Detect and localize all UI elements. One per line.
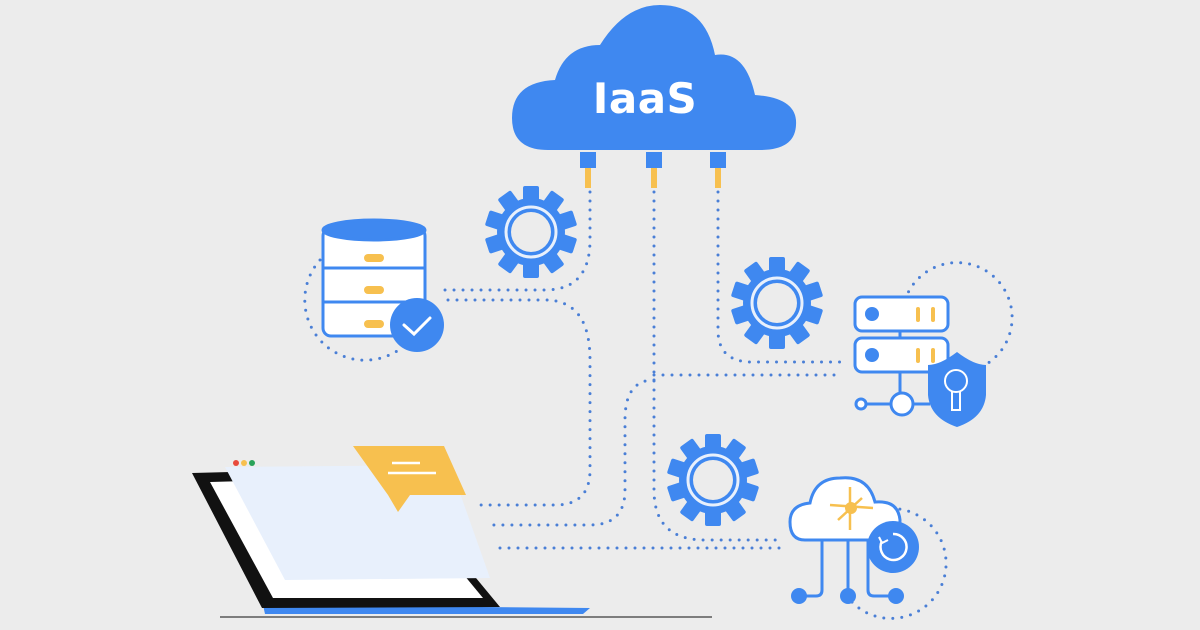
database-check-icon: [321, 218, 444, 352]
connector-lines: [303, 190, 1014, 620]
plug-3: [710, 152, 726, 168]
gear-icon: [729, 255, 825, 351]
server-shield-icon: [853, 295, 986, 427]
plug-2: [646, 152, 662, 168]
check-badge: [390, 298, 444, 352]
laptop-chat-icon: [192, 446, 712, 618]
plug-1: [580, 152, 596, 168]
chat-bubble-icon: [353, 446, 466, 512]
iaas-cloud: [512, 5, 797, 188]
gear-icon: [483, 184, 579, 280]
shield-icon: [928, 352, 986, 427]
cloud-network-icon: [788, 476, 919, 604]
refresh-badge: [867, 521, 919, 573]
iaas-cloud-label: IaaS: [592, 74, 698, 123]
gear-icon: [665, 432, 761, 528]
